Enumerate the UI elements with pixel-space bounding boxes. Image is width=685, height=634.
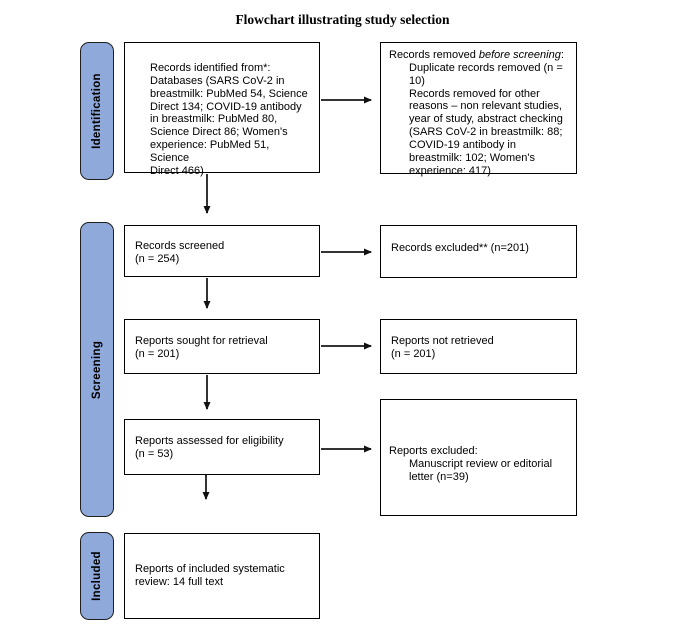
stage-identification-label: Identification	[91, 73, 104, 149]
box-reports-excluded: Reports excluded: Manuscript review or e…	[380, 399, 577, 516]
records-removed-item: Duplicate records removed (n = 10)	[409, 61, 563, 87]
stage-included: Included	[80, 532, 114, 620]
records-removed-heading: Records removed before screening:	[389, 49, 570, 62]
box-included-reports: Reports of included systematic review: 1…	[124, 533, 320, 619]
stage-screening-label: Screening	[91, 340, 103, 399]
records-screened-text: Records screened (n = 254)	[135, 240, 225, 265]
records-removed-prefix: Records removed	[389, 49, 479, 61]
reports-assessed-text: Reports assessed for eligibility (n = 53…	[135, 435, 284, 460]
stage-screening: Screening	[80, 222, 114, 517]
included-reports-text: Reports of included systematic review: 1…	[135, 563, 285, 588]
stage-identification: Identification	[80, 42, 114, 180]
reports-excluded-heading: Reports excluded:	[389, 445, 478, 457]
records-removed-italic: before screening	[478, 49, 561, 61]
box-reports-sought: Reports sought for retrieval (n = 201)	[124, 319, 320, 374]
stage-included-label: Included	[91, 551, 103, 601]
box-reports-not-retrieved: Reports not retrieved (n = 201)	[380, 319, 577, 374]
records-identified-text: Records identified from*: Databases (SAR…	[150, 62, 308, 177]
box-records-excluded: Records excluded** (n=201)	[380, 225, 577, 278]
box-records-identified: Records identified from*: Databases (SAR…	[124, 42, 320, 177]
reports-sought-text: Reports sought for retrieval (n = 201)	[135, 335, 268, 360]
records-excluded-text: Records excluded** (n=201)	[391, 242, 529, 254]
reports-excluded-item: Manuscript review or editorial letter (n…	[409, 457, 553, 483]
box-records-removed: Records removed before screening: Duplic…	[380, 42, 577, 177]
records-removed-suffix: :	[560, 49, 564, 61]
box-records-screened: Records screened (n = 254)	[124, 225, 320, 277]
reports-not-retrieved-text: Reports not retrieved (n = 201)	[391, 335, 494, 360]
records-removed-item: Records removed for other reasons – non …	[409, 87, 563, 177]
box-reports-assessed: Reports assessed for eligibility (n = 53…	[124, 419, 320, 475]
page-title: Flowchart illustrating study selection	[235, 12, 450, 27]
